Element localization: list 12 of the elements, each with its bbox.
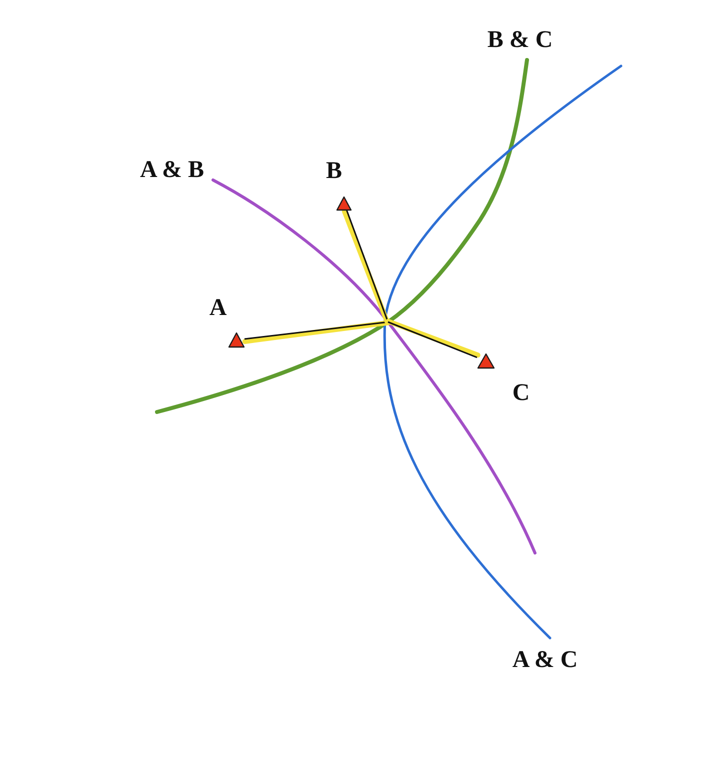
ray-line — [342, 208, 390, 325]
station-triangle — [336, 196, 352, 210]
ray-line — [242, 320, 391, 344]
curve-label: B & C — [487, 28, 553, 52]
station-triangle — [477, 353, 495, 369]
station-label: C — [512, 381, 530, 405]
station-label: B — [326, 159, 342, 183]
ray-line — [386, 318, 480, 358]
curve-label: A & C — [512, 648, 578, 672]
curve-label: A & B — [140, 158, 204, 182]
station-triangle — [228, 332, 244, 348]
station-label: A — [209, 296, 227, 320]
